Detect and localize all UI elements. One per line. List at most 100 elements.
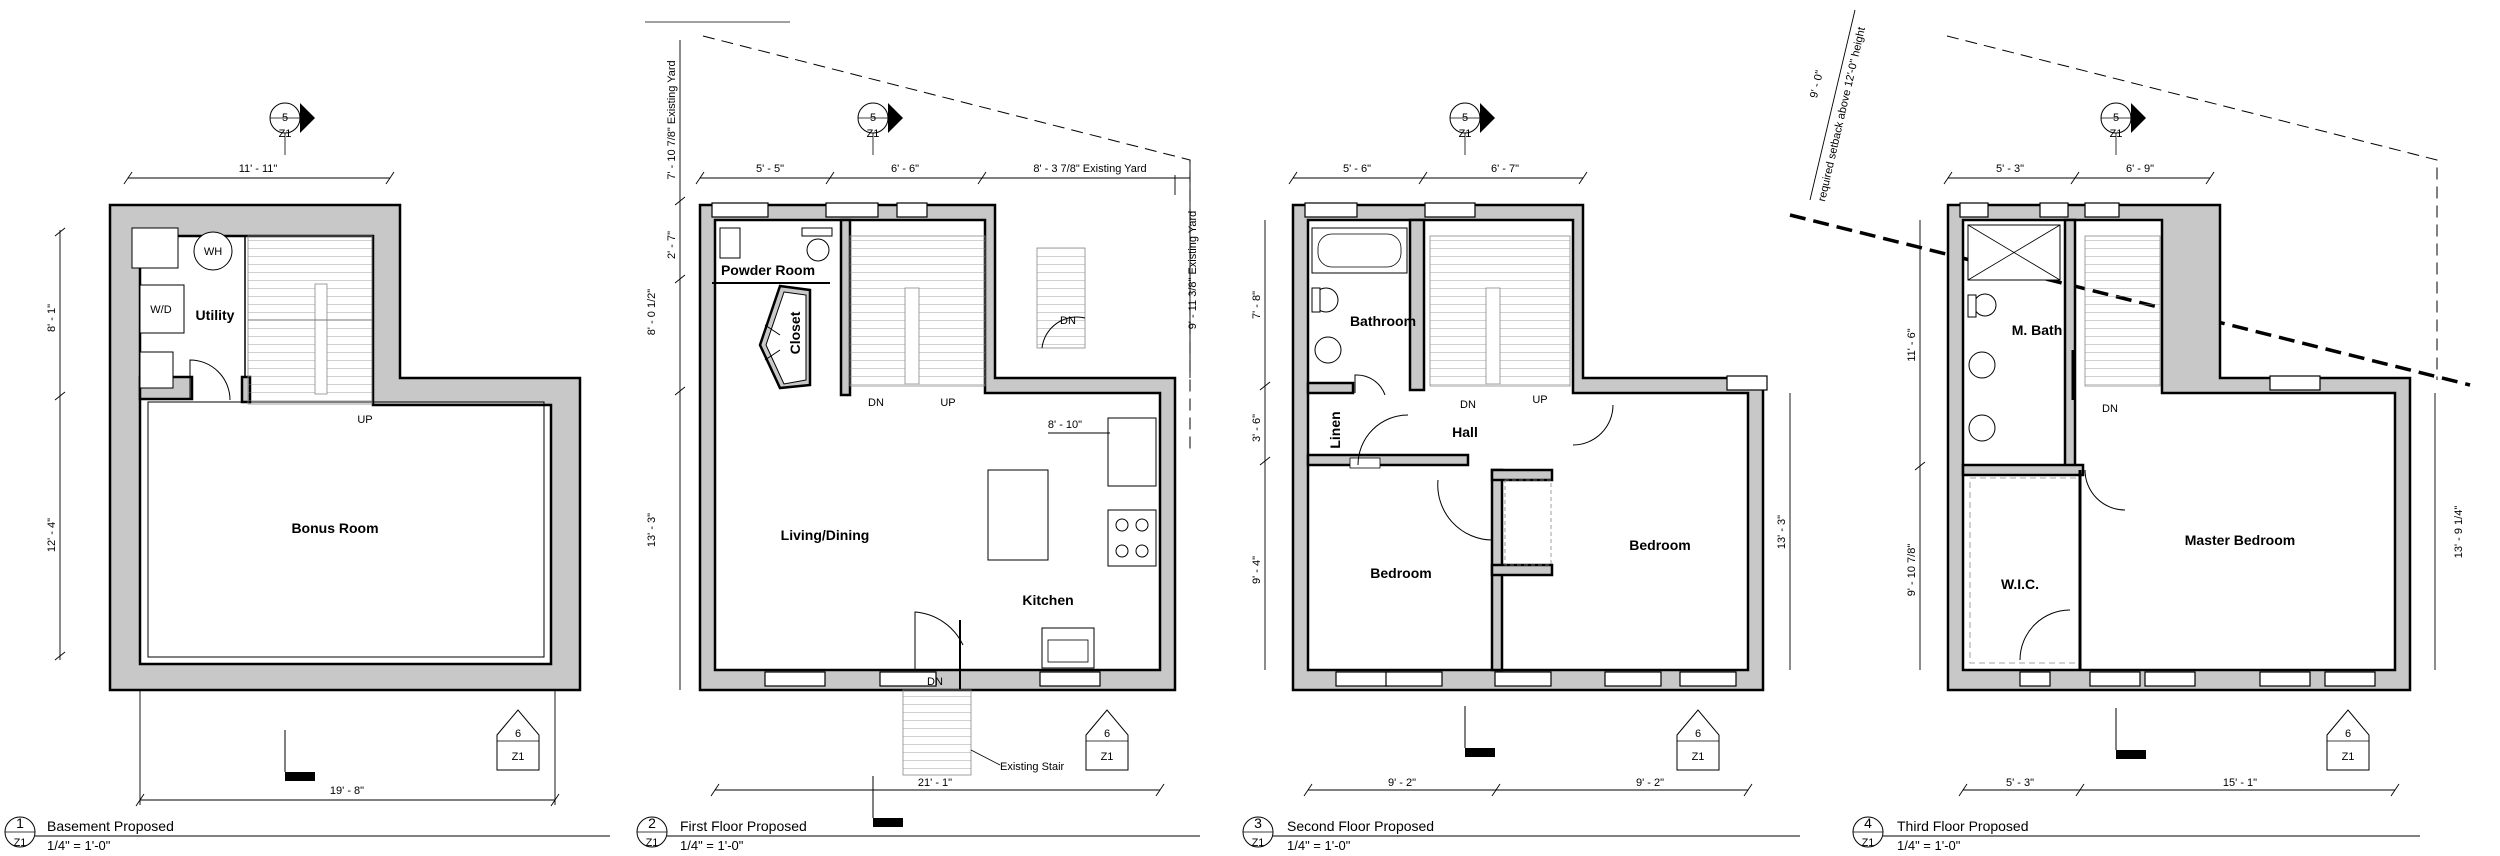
elevation-tag-6 xyxy=(496,709,540,771)
dim-sf-5: 9' - 4" xyxy=(1251,556,1263,584)
dim-tf-6: 5' - 3" xyxy=(2006,777,2034,789)
elevation-tag-6 xyxy=(1085,709,1129,771)
room-linen: Linen xyxy=(1327,411,1343,448)
label-existing-stair: Existing Stair xyxy=(1000,761,1065,773)
dim-tf-7: 15' - 1" xyxy=(2223,777,2257,789)
room-bathroom: Bathroom xyxy=(1350,313,1416,329)
dim-ff-bottom: 21' - 1" xyxy=(918,777,952,789)
room-wic: W.I.C. xyxy=(2001,576,2039,592)
room-master-bedroom: Master Bedroom xyxy=(2185,532,2295,548)
utility-tub-fixture xyxy=(139,351,174,389)
kitchen-island xyxy=(987,469,1049,561)
room-bedroom-1: Bedroom xyxy=(1370,565,1431,581)
room-bedroom-2: Bedroom xyxy=(1629,537,1690,553)
label-dn: DN xyxy=(868,397,884,409)
plan-1-scale: 1/4" = 1'-0" xyxy=(47,838,111,853)
label-up: UP xyxy=(940,397,955,409)
plan-second-floor xyxy=(1242,102,1800,848)
plan-first-floor xyxy=(636,21,1200,848)
plan-1-sheet: Z1 xyxy=(14,837,27,849)
plan-basement xyxy=(4,102,610,848)
plan-4-sheet: Z1 xyxy=(1862,837,1875,849)
label-up: UP xyxy=(357,414,372,426)
dim-basement-bonus-depth: 12' - 4" xyxy=(46,518,58,552)
dim-ff-pr: 2' - 7" xyxy=(666,231,678,259)
tag-5-num: 5 xyxy=(1462,112,1468,124)
dim-yard-left: 7' - 10 7/8" Existing Yard xyxy=(666,60,678,179)
plan-3-scale: 1/4" = 1'-0" xyxy=(1287,838,1351,853)
tag-5-num: 5 xyxy=(282,112,288,124)
tag-6-ref: Z1 xyxy=(1101,751,1114,763)
room-closet: Closet xyxy=(787,311,803,354)
label-wh: WH xyxy=(204,246,222,258)
dim-sf-1: 5' - 6" xyxy=(1343,163,1371,175)
note-setback: required setback above 12'-0" height xyxy=(1816,26,1868,203)
dim-tf-1: 5' - 3" xyxy=(1996,163,2024,175)
tag-6-ref: Z1 xyxy=(1692,751,1705,763)
tag-5-num: 5 xyxy=(2113,112,2119,124)
plan-third-floor xyxy=(1789,9,2471,848)
north-arrow-bar xyxy=(285,772,315,781)
label-dn-3: DN xyxy=(927,676,943,688)
label-dn: DN xyxy=(1460,399,1476,411)
plan-3-number: 3 xyxy=(1254,815,1262,831)
plan-4-scale: 1/4" = 1'-0" xyxy=(1897,838,1961,853)
elevation-tag-6 xyxy=(2326,709,2370,771)
label-dn-2: DN xyxy=(1060,315,1076,327)
elevation-tag-6 xyxy=(1676,709,1720,771)
plan-4-number: 4 xyxy=(1864,815,1872,831)
plan-4-title: Third Floor Proposed xyxy=(1897,818,2029,834)
room-hall: Hall xyxy=(1452,424,1478,440)
dim-basement-utility-depth: 8' - 1" xyxy=(46,304,58,332)
room-powder: Powder Room xyxy=(721,262,815,278)
dim-ff-closet: 8' - 0 1/2" xyxy=(646,289,658,335)
dim-tf-5: 13' - 9 1/4" xyxy=(2453,506,2465,559)
dim-sf-7: 9' - 2" xyxy=(1388,777,1416,789)
dim-tf-3: 11' - 6" xyxy=(1906,328,1918,361)
tag-6-num: 6 xyxy=(1695,728,1701,740)
tag-5-ref: Z1 xyxy=(867,128,880,140)
note-setback-height: 9' - 0" xyxy=(1808,69,1826,99)
washer-dryer-fixture xyxy=(139,284,185,334)
stair-wall xyxy=(839,218,852,397)
dim-sf-2: 6' - 7" xyxy=(1491,163,1519,175)
plan-1-title: Basement Proposed xyxy=(47,818,174,834)
section-tag-5 xyxy=(857,102,903,155)
tag-6-num: 6 xyxy=(2345,728,2351,740)
plan-2-number: 2 xyxy=(648,815,656,831)
tag-5-ref: Z1 xyxy=(2110,128,2123,140)
room-utility: Utility xyxy=(196,307,235,323)
plan-1-number: 1 xyxy=(16,815,24,831)
dim-tf-2: 6' - 9" xyxy=(2126,163,2154,175)
label-up: UP xyxy=(1532,394,1547,406)
tag-5-num: 5 xyxy=(870,112,876,124)
tag-5-ref: Z1 xyxy=(279,128,292,140)
dim-sf-4: 3' - 6" xyxy=(1251,414,1263,442)
room-kitchen: Kitchen xyxy=(1022,592,1073,608)
dim-basement-width: 11' - 11" xyxy=(239,163,278,175)
dim-yard-top: 8' - 3 7/8" Existing Yard xyxy=(1033,163,1146,175)
dim-ff-2: 6' - 6" xyxy=(891,163,919,175)
dim-basement-bottom: 19' - 8" xyxy=(330,785,364,797)
utility-sink-fixture xyxy=(131,227,179,269)
section-tag-5 xyxy=(2100,102,2146,155)
dim-sf-3: 7' - 8" xyxy=(1251,291,1263,319)
plan-2-title: First Floor Proposed xyxy=(680,818,807,834)
dim-ff-living: 13' - 3" xyxy=(646,513,658,547)
plan-2-scale: 1/4" = 1'-0" xyxy=(680,838,744,853)
tag-6-ref: Z1 xyxy=(2342,751,2355,763)
range xyxy=(1107,509,1157,567)
dim-ff-kitchen: 8' - 10" xyxy=(1048,419,1082,431)
dim-sf-6: 13' - 3" xyxy=(1776,515,1788,549)
plan-3-sheet: Z1 xyxy=(1252,837,1265,849)
dim-ff-1: 5' - 5" xyxy=(756,163,784,175)
dim-sf-8: 9' - 2" xyxy=(1636,777,1664,789)
dim-tf-4: 9' - 10 7/8" xyxy=(1906,544,1918,597)
section-tag-5 xyxy=(1449,102,1495,155)
room-m-bath: M. Bath xyxy=(2012,322,2063,338)
tag-6-ref: Z1 xyxy=(512,751,525,763)
label-dn: DN xyxy=(2102,403,2118,415)
water-heater-fixture xyxy=(193,231,233,271)
tag-6-num: 6 xyxy=(1104,728,1110,740)
